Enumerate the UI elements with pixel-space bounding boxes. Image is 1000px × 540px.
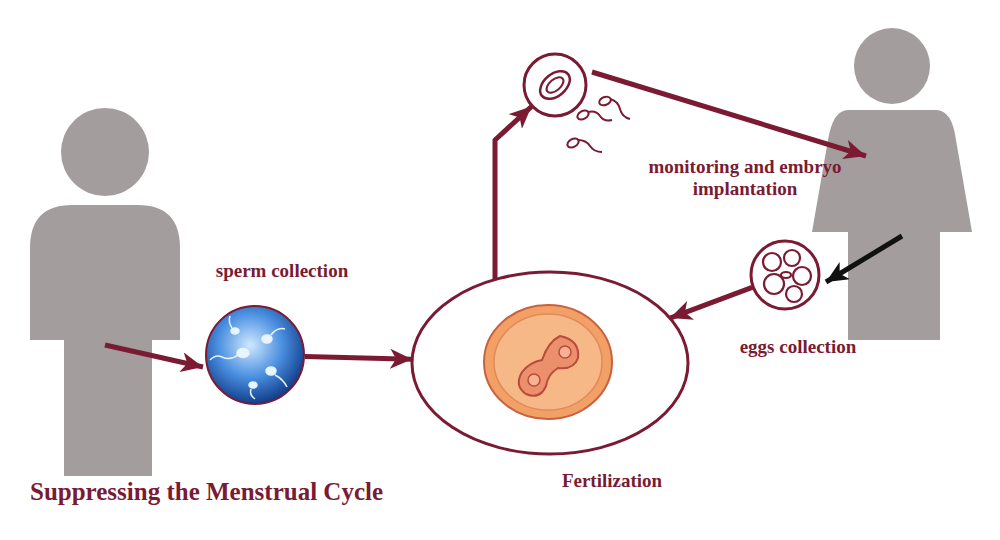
- female-silhouette: [812, 28, 972, 340]
- node-heading: monitoring and embryo implantation: [620, 156, 870, 200]
- node-heading: Fertilization: [522, 470, 702, 492]
- node-heading: eggs collection: [703, 336, 893, 358]
- fertilization-ellipse: Fertilization: [410, 270, 690, 456]
- eggs-circle: eggs collection: [750, 240, 820, 310]
- embryo-outline: [523, 53, 587, 117]
- male-silhouette: [30, 108, 180, 476]
- sperm-circle: sperm collection: [205, 305, 305, 405]
- node-heading: sperm collection: [182, 260, 382, 282]
- sperm-outline: [205, 305, 305, 405]
- flow-arrow: [305, 356, 412, 359]
- embryo-circle: monitoring and embryo implantation: [523, 53, 587, 117]
- caption-label: Suppressing the Menstrual Cycle: [30, 478, 383, 506]
- eggs-outline: [750, 240, 820, 310]
- flow-arrow: [495, 107, 531, 280]
- collect-arrow: [105, 345, 203, 367]
- implant-arrow: [592, 72, 866, 156]
- egg-arrow: [826, 236, 902, 282]
- flow-arrow: [670, 287, 752, 318]
- cell-outline: [410, 270, 690, 456]
